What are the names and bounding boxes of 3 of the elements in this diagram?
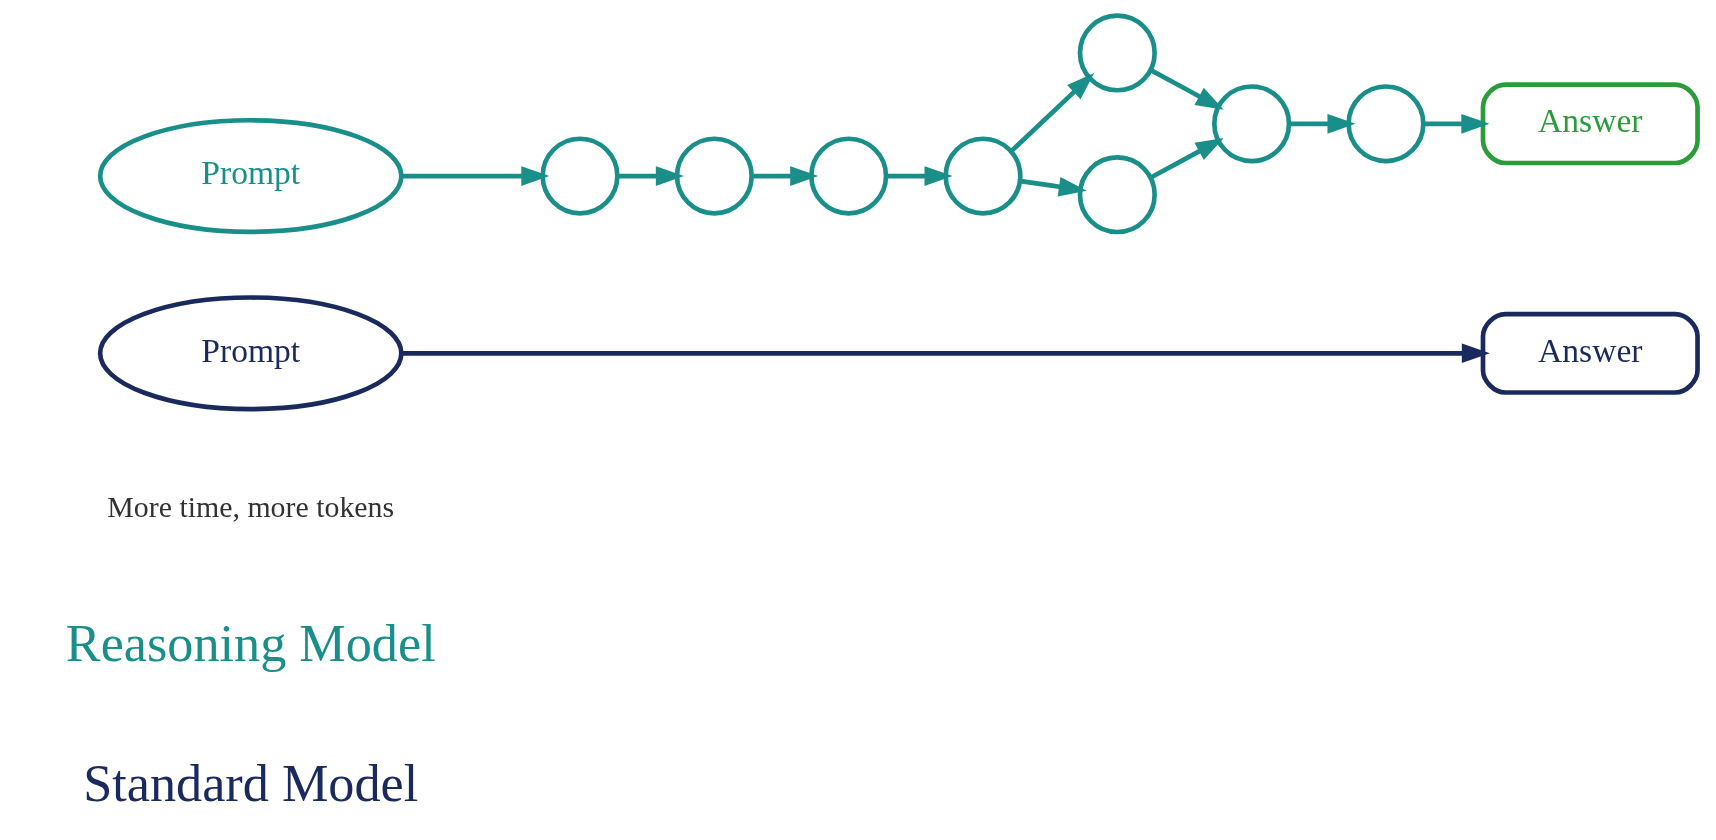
label: More time, more tokens [107,490,395,524]
label: Reasoning Model [65,613,436,672]
label: Standard Model [83,753,419,812]
